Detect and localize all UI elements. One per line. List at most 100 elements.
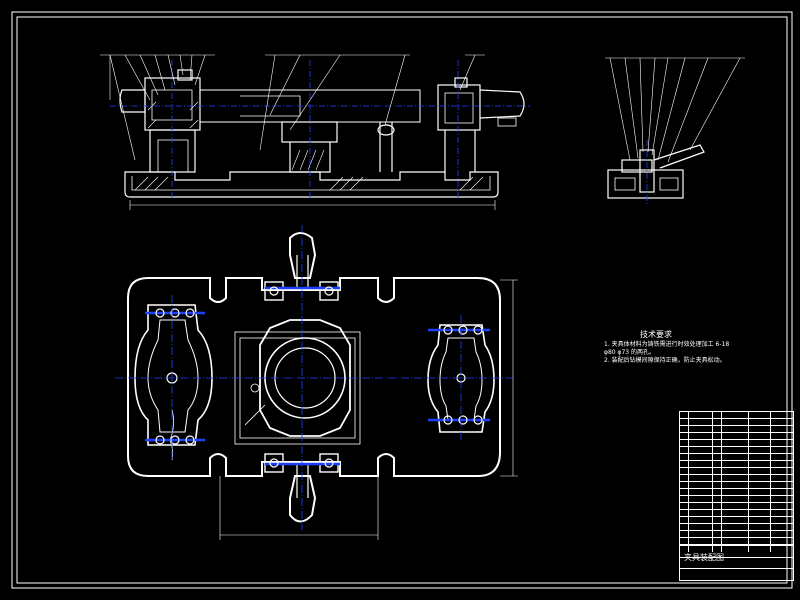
parts-list-cell <box>689 524 713 530</box>
note-line: 2. 装配后钻模间隙保持正确，防止夹具松动。 <box>604 357 726 364</box>
parts-list-cell <box>749 489 771 495</box>
top-centerlines <box>115 225 515 530</box>
parts-list-cell <box>749 433 771 439</box>
parts-list-cell <box>680 545 689 552</box>
left-nut <box>177 69 193 81</box>
parts-list-row <box>680 531 793 538</box>
parts-list-row <box>680 461 793 468</box>
parts-list-cell <box>680 447 689 453</box>
parts-list-cell <box>713 412 722 418</box>
parts-list-cell <box>771 426 793 432</box>
left-knob <box>119 89 146 113</box>
parts-list-cell <box>680 412 689 418</box>
top-view <box>127 232 501 523</box>
top-clamp-pad-left <box>264 281 284 301</box>
parts-list-cell <box>722 482 749 488</box>
parts-list-cell <box>771 538 793 544</box>
side-block <box>621 159 653 173</box>
parts-list-row <box>680 524 793 531</box>
parts-list-cell <box>689 496 713 502</box>
parts-list-cell <box>680 419 689 425</box>
parts-list-cell <box>722 503 749 509</box>
parts-list-cell <box>713 510 722 516</box>
parts-list-cell <box>689 468 713 474</box>
main-shaft <box>199 89 421 123</box>
pin-head <box>377 124 395 136</box>
parts-list-cell <box>771 496 793 502</box>
top-handle <box>289 232 317 279</box>
parts-list-row <box>680 489 793 496</box>
parts-list-cell <box>749 524 771 530</box>
parts-list-cell <box>771 440 793 446</box>
left-clamp-slot <box>147 319 199 433</box>
parts-list-row <box>680 538 793 545</box>
drawing-border <box>11 11 793 589</box>
parts-list-cell <box>680 440 689 446</box>
parts-list-cell <box>771 461 793 467</box>
parts-list-cell <box>713 454 722 460</box>
parts-list-cell <box>713 503 722 509</box>
parts-list-row <box>680 510 793 517</box>
parts-list-cell <box>689 447 713 453</box>
parts-list-cell <box>771 433 793 439</box>
parts-list-cell <box>722 433 749 439</box>
title-block <box>679 545 794 581</box>
parts-list-cell <box>771 517 793 523</box>
parts-list-table <box>679 411 794 581</box>
parts-list-cell <box>722 517 749 523</box>
parts-list-row <box>680 545 793 552</box>
parts-list-row <box>680 482 793 489</box>
parts-list-cell <box>722 412 749 418</box>
parts-list-cell <box>749 510 771 516</box>
parts-list-cell <box>713 524 722 530</box>
center-bushing <box>281 121 338 143</box>
parts-list-cell <box>749 419 771 425</box>
side-base <box>607 169 684 199</box>
parts-list-cell <box>713 440 722 446</box>
parts-list-cell <box>689 503 713 509</box>
right-clamp-inner <box>444 92 474 124</box>
parts-list-cell <box>680 517 689 523</box>
side-slot <box>614 177 636 191</box>
parts-list-row <box>680 440 793 447</box>
right-clamp-outline <box>427 324 495 433</box>
side-view <box>607 144 705 199</box>
parts-list-row <box>680 412 793 419</box>
parts-list-cell <box>722 510 749 516</box>
parts-list-cell <box>722 496 749 502</box>
parts-list-cell <box>713 482 722 488</box>
bolt-heads <box>155 286 483 468</box>
parts-list-cell <box>722 419 749 425</box>
parts-list-cell <box>749 475 771 481</box>
parts-list-cell <box>771 412 793 418</box>
parts-list-cell <box>722 475 749 481</box>
parts-list-cell <box>689 426 713 432</box>
parts-list-cell <box>713 447 722 453</box>
parts-list-cell <box>771 524 793 530</box>
drawing-title: 夹具装配图 <box>684 553 724 562</box>
base-plate <box>124 171 499 198</box>
parts-list-cell <box>771 531 793 537</box>
notes-title: 技术要求 <box>640 330 672 339</box>
parts-list-row <box>680 433 793 440</box>
parts-list-cell <box>771 482 793 488</box>
parts-list-cell <box>680 524 689 530</box>
right-support <box>444 130 476 172</box>
base-hatch <box>134 176 484 191</box>
center-hatch <box>291 149 325 171</box>
parts-list-cell <box>689 482 713 488</box>
parts-list-cell <box>771 503 793 509</box>
parts-list-cell <box>689 531 713 537</box>
parts-list-cell <box>680 461 689 467</box>
parts-list-row <box>680 454 793 461</box>
parts-list-cell <box>689 440 713 446</box>
right-arm <box>479 89 525 119</box>
parts-list-cell <box>749 482 771 488</box>
center-frame <box>234 331 361 445</box>
side-lever <box>653 144 705 169</box>
note-line: 1. 夹具体材料为铸铁需进行时效处理加工 6-18 <box>604 341 730 348</box>
parts-list-cell <box>713 461 722 467</box>
parts-list-cell <box>722 468 749 474</box>
parts-list-row <box>680 447 793 454</box>
